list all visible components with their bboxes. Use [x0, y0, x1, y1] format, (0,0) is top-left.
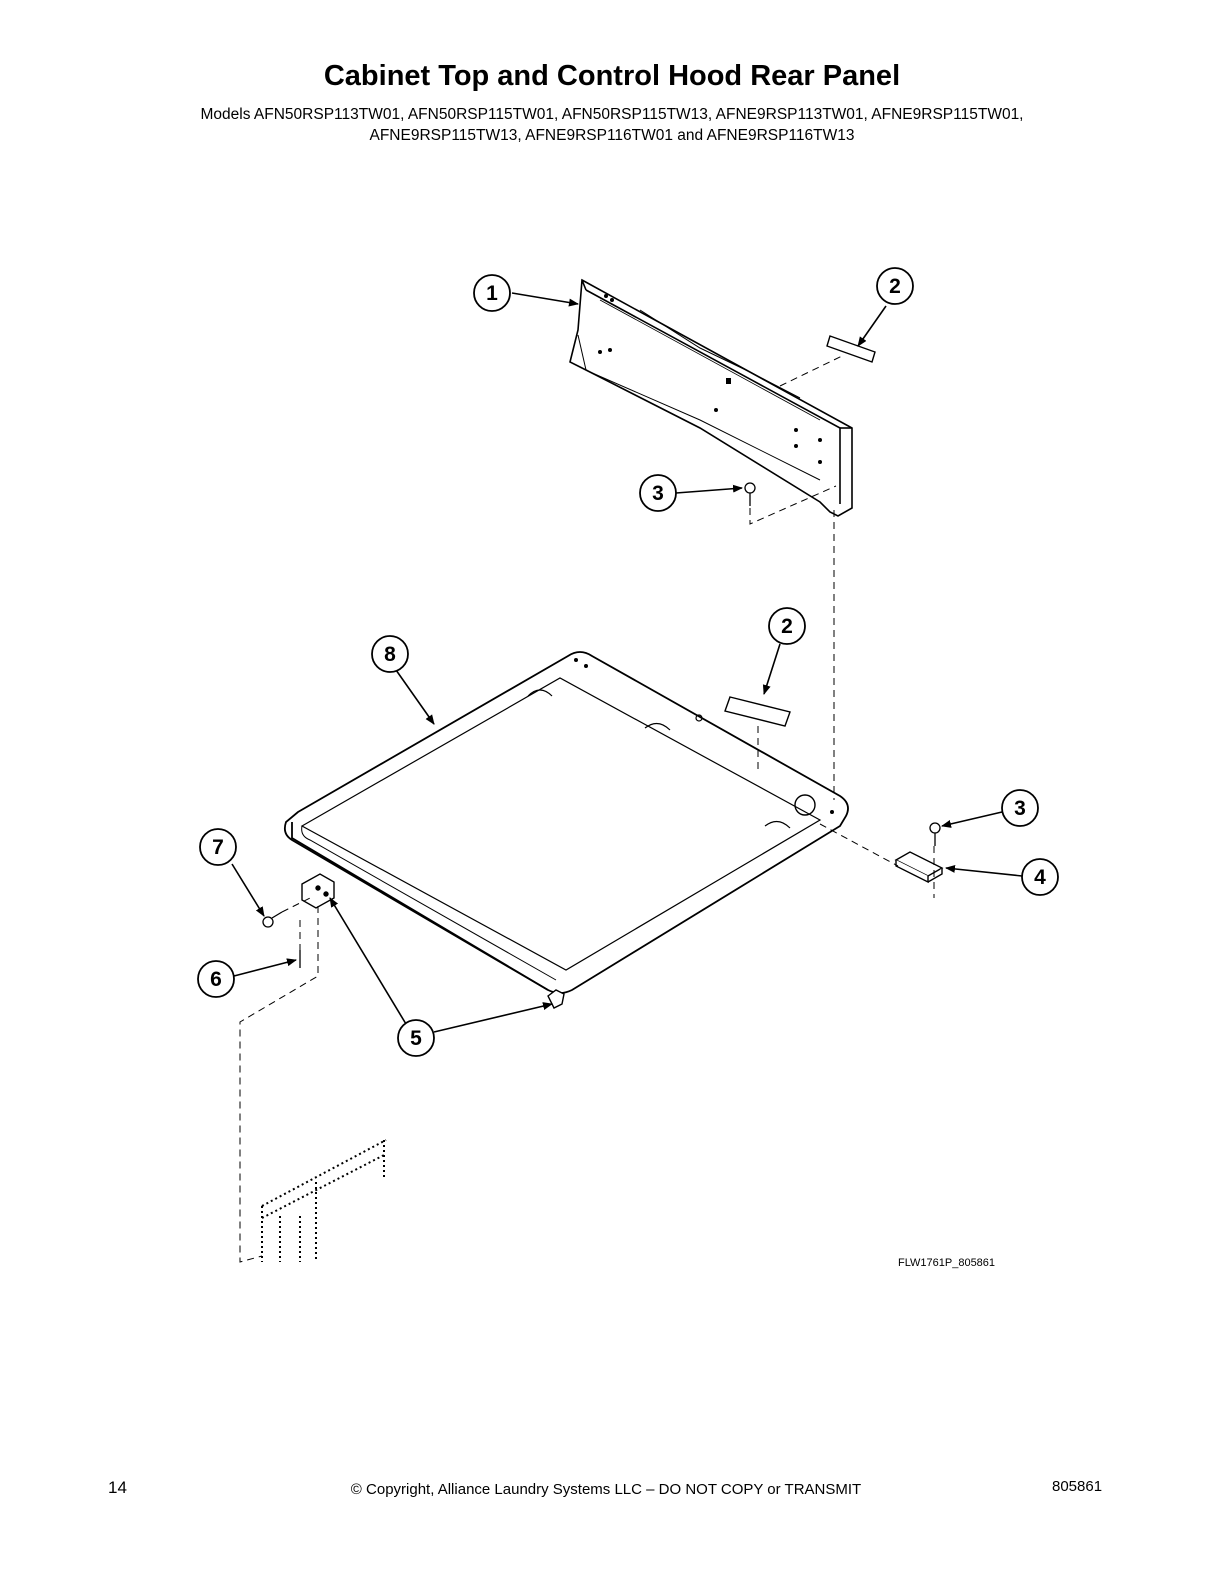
callout-3-upper: 3 [639, 474, 677, 512]
callout-label: 3 [1014, 797, 1026, 820]
callout-8: 8 [371, 635, 409, 673]
hinge-bracket [301, 873, 565, 1009]
figure-id: FLW1761P_805861 [898, 1257, 996, 1269]
callout-label: 2 [781, 615, 793, 638]
latch-bracket [894, 851, 944, 884]
callout-2-lower: 2 [768, 607, 806, 645]
callout-3-right: 3 [1001, 789, 1039, 827]
screw-right [929, 822, 941, 846]
assembly-guide-lines [239, 355, 935, 1263]
callout-5: 5 [397, 1019, 435, 1057]
callout-label: 6 [210, 968, 222, 991]
leader-arrows [231, 292, 1023, 1033]
document-number: 805861 [1052, 1478, 1103, 1495]
hinge-screw [262, 911, 283, 928]
callout-label: 7 [212, 836, 224, 859]
callout-6: 6 [197, 960, 235, 998]
callout-label: 5 [410, 1027, 422, 1050]
model-list-line-2: AFNE9RSP115TW13, AFNE9RSP116TW01 and AFN… [369, 127, 855, 144]
control-hood-rear-panel [569, 278, 853, 517]
callout-label: 1 [486, 282, 498, 305]
callout-label: 4 [1034, 866, 1046, 889]
page-number: 14 [108, 1478, 127, 1497]
callout-2-upper: 2 [876, 267, 914, 305]
decal-lower [724, 696, 791, 727]
cabinet-top [283, 651, 849, 994]
callout-1: 1 [473, 274, 511, 312]
callout-4: 4 [1021, 858, 1059, 896]
copyright-notice: © Copyright, Alliance Laundry Systems LL… [350, 1481, 862, 1498]
callout-label: 3 [652, 482, 664, 505]
decal-upper [826, 335, 876, 363]
callout-label: 8 [384, 643, 396, 666]
page-title: Cabinet Top and Control Hood Rear Panel [323, 60, 901, 92]
screw-upper [744, 482, 756, 506]
callout-label: 2 [889, 275, 901, 298]
cabinet-corner-outline [261, 1139, 387, 1262]
model-list: Models AFN50RSP113TW01, AFN50RSP115TW01,… [100, 104, 1124, 146]
callout-7: 7 [199, 828, 237, 866]
model-list-line-1: Models AFN50RSP113TW01, AFN50RSP115TW01,… [200, 106, 1024, 123]
